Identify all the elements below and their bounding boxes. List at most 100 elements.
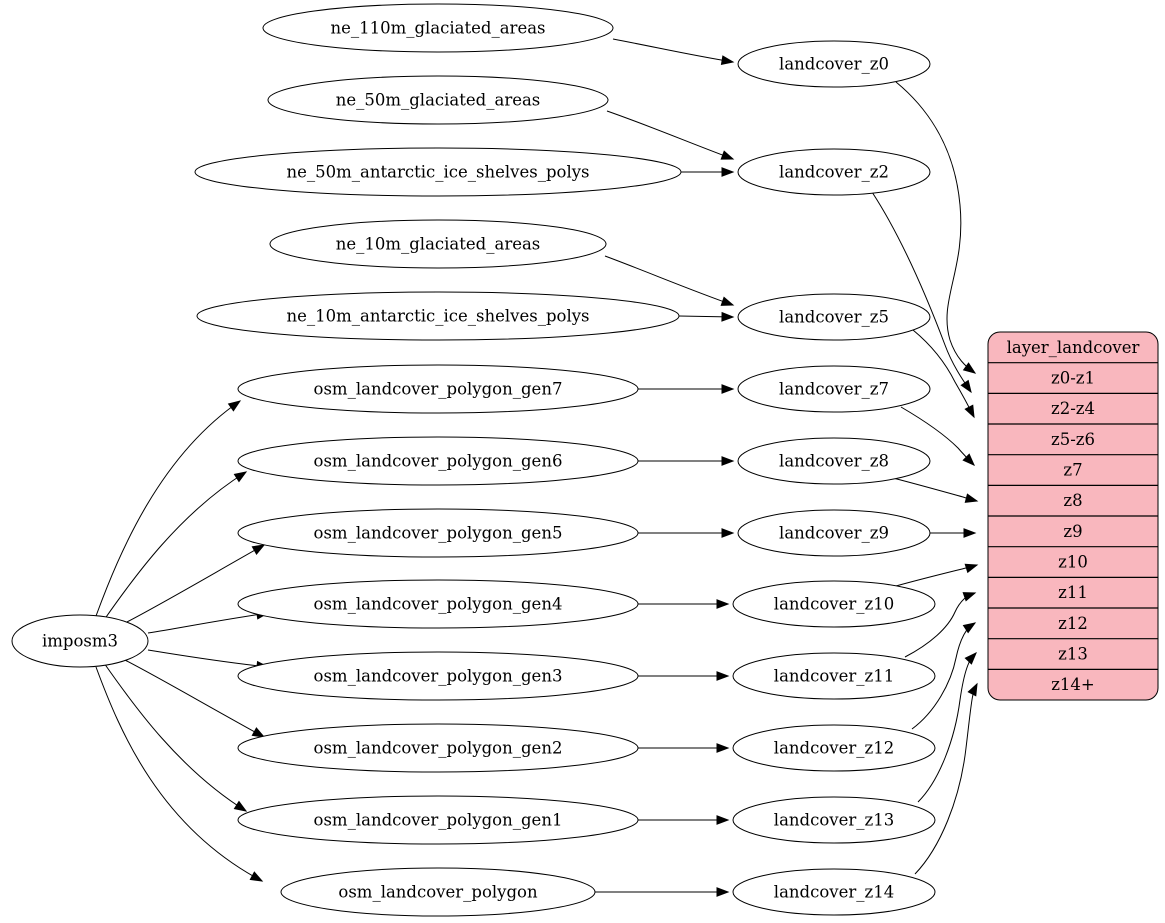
node-label: osm_landcover_polygon_gen7 [314,380,563,399]
layer-node-landcover_z5[interactable]: landcover_z5 [737,293,931,341]
arrowhead-icon [716,743,730,753]
source-node-osm_landcover_polygon_gen3[interactable]: osm_landcover_polygon_gen3 [237,651,639,701]
edge-path [604,255,734,306]
arrowhead-icon [960,379,972,394]
edge-path [606,110,734,160]
record-row-label: z14+ [1051,675,1095,694]
arrowhead-icon [963,528,977,538]
edge-landcover_z0-to-row_z0z1 [895,81,977,374]
edge-ne_10m_antarctic_ice_shelves_polys-to-landcover_z5 [678,311,735,322]
edge-landcover_z2-to-row_z2z4 [871,191,972,394]
node-label: ne_10m_glaciated_areas [336,235,541,254]
node-label: landcover_z12 [774,739,894,758]
layer-node-landcover_z14[interactable]: landcover_z14 [732,868,936,916]
edge-path [912,329,975,418]
arrowhead-icon [962,592,977,602]
source-node-ne_50m_glaciated_areas[interactable]: ne_50m_glaciated_areas [267,75,609,125]
source-node-osm_landcover_polygon_gen5[interactable]: osm_landcover_polygon_gen5 [237,508,639,558]
arrowhead-icon [227,400,242,412]
edge-osm_landcover_polygon_gen5-to-landcover_z9 [638,528,735,538]
node-shape [237,795,639,845]
arrowhead-icon [962,622,977,634]
source-node-osm_landcover_polygon[interactable]: osm_landcover_polygon [280,867,596,917]
node-label: ne_50m_antarctic_ice_shelves_polys [286,163,589,182]
edge-osm_landcover_polygon_gen1-to-landcover_z13 [638,815,730,825]
edge-path [147,612,269,634]
record-row-label: z7 [1063,461,1082,480]
node-layer: imposm3 ne_110m_glaciated_areas ne_50m_gla… [11,3,936,917]
node-shape [732,724,936,772]
edge-path [914,683,978,875]
layer-node-landcover_z7[interactable]: landcover_z7 [737,365,931,413]
layer-node-landcover_z10[interactable]: landcover_z10 [732,580,936,628]
arrowhead-icon [967,682,978,697]
node-shape [237,723,639,773]
edge-osm_landcover_polygon_gen6-to-landcover_z8 [638,456,735,466]
source-node-osm_landcover_polygon_gen1[interactable]: osm_landcover_polygon_gen1 [237,795,639,845]
node-shape [267,75,609,125]
source-node-imposm3[interactable]: imposm3 [11,614,149,668]
node-shape [732,868,936,916]
record-table-layer_landcover[interactable]: layer_landcoverz0-z1z2-z4z5-z6z7z8z9z10z… [987,331,1159,701]
node-shape [194,147,682,197]
source-node-ne_110m_glaciated_areas[interactable]: ne_110m_glaciated_areas [262,3,614,53]
node-label: landcover_z10 [774,595,894,614]
edge-osm_landcover_polygon-to-landcover_z14 [595,887,730,897]
source-node-ne_10m_antarctic_ice_shelves_polys[interactable]: ne_10m_antarctic_ice_shelves_polys [196,291,680,341]
edge-landcover_z10-to-row_z10 [895,563,979,587]
arrowhead-icon [721,167,735,177]
node-label: imposm3 [42,632,118,651]
source-node-ne_10m_glaciated_areas[interactable]: ne_10m_glaciated_areas [269,219,607,269]
layer-node-landcover_z8[interactable]: landcover_z8 [737,437,931,485]
edge-path [124,544,265,624]
layer-node-landcover_z2[interactable]: landcover_z2 [737,148,931,196]
edge-path [147,649,269,668]
edge-layer [95,38,979,897]
node-label: osm_landcover_polygon [338,883,538,902]
node-label: landcover_z9 [779,524,889,543]
node-shape [237,436,639,486]
layer-node-landcover_z13[interactable]: landcover_z13 [732,796,936,844]
record-row-label: z11 [1058,583,1088,602]
source-node-osm_landcover_polygon_gen6[interactable]: osm_landcover_polygon_gen6 [237,436,639,486]
layer-node-landcover_z0[interactable]: landcover_z0 [737,40,931,88]
arrowhead-icon [716,671,730,681]
edge-path [103,471,247,621]
node-label: osm_landcover_polygon_gen1 [314,811,563,830]
node-label: ne_110m_glaciated_areas [330,19,545,38]
arrowhead-icon [251,727,266,738]
node-shape [737,148,931,196]
arrowhead-icon [721,311,735,322]
node-shape [732,652,936,700]
arrowhead-icon [962,362,977,374]
node-shape [737,437,931,485]
arrowhead-icon [251,544,266,555]
edge-imposm3-to-osm_landcover_polygon_gen3 [147,649,270,671]
edge-landcover_z5-to-row_z5z6 [912,329,975,419]
layer-node-landcover_z12[interactable]: landcover_z12 [732,724,936,772]
arrowhead-icon [962,453,975,466]
edge-path [103,662,247,812]
source-node-osm_landcover_polygon_gen2[interactable]: osm_landcover_polygon_gen2 [237,723,639,773]
source-node-osm_landcover_polygon_gen4[interactable]: osm_landcover_polygon_gen4 [237,579,639,629]
edge-path [124,659,265,738]
node-shape [237,508,639,558]
arrowhead-icon [716,599,730,609]
record-row-label: z8 [1063,491,1082,510]
record-row-label: z12 [1058,614,1088,633]
record-row-label: z10 [1058,553,1088,572]
record-row-label: z0-z1 [1051,369,1095,388]
layer-node-landcover_z11[interactable]: landcover_z11 [732,652,936,700]
source-node-ne_50m_antarctic_ice_shelves_polys[interactable]: ne_50m_antarctic_ice_shelves_polys [194,147,682,197]
source-node-osm_landcover_polygon_gen7[interactable]: osm_landcover_polygon_gen7 [237,364,639,414]
edge-path [95,400,241,617]
node-label: landcover_z2 [779,163,889,182]
arrowhead-icon [721,456,735,466]
node-label: landcover_z0 [779,55,889,74]
layer-node-landcover_z9[interactable]: landcover_z9 [737,509,931,557]
node-shape [737,509,931,557]
record-title: layer_landcover [1007,338,1140,357]
edge-imposm3-to-osm_landcover_polygon_gen4 [147,609,270,634]
arrowhead-icon [720,150,735,160]
